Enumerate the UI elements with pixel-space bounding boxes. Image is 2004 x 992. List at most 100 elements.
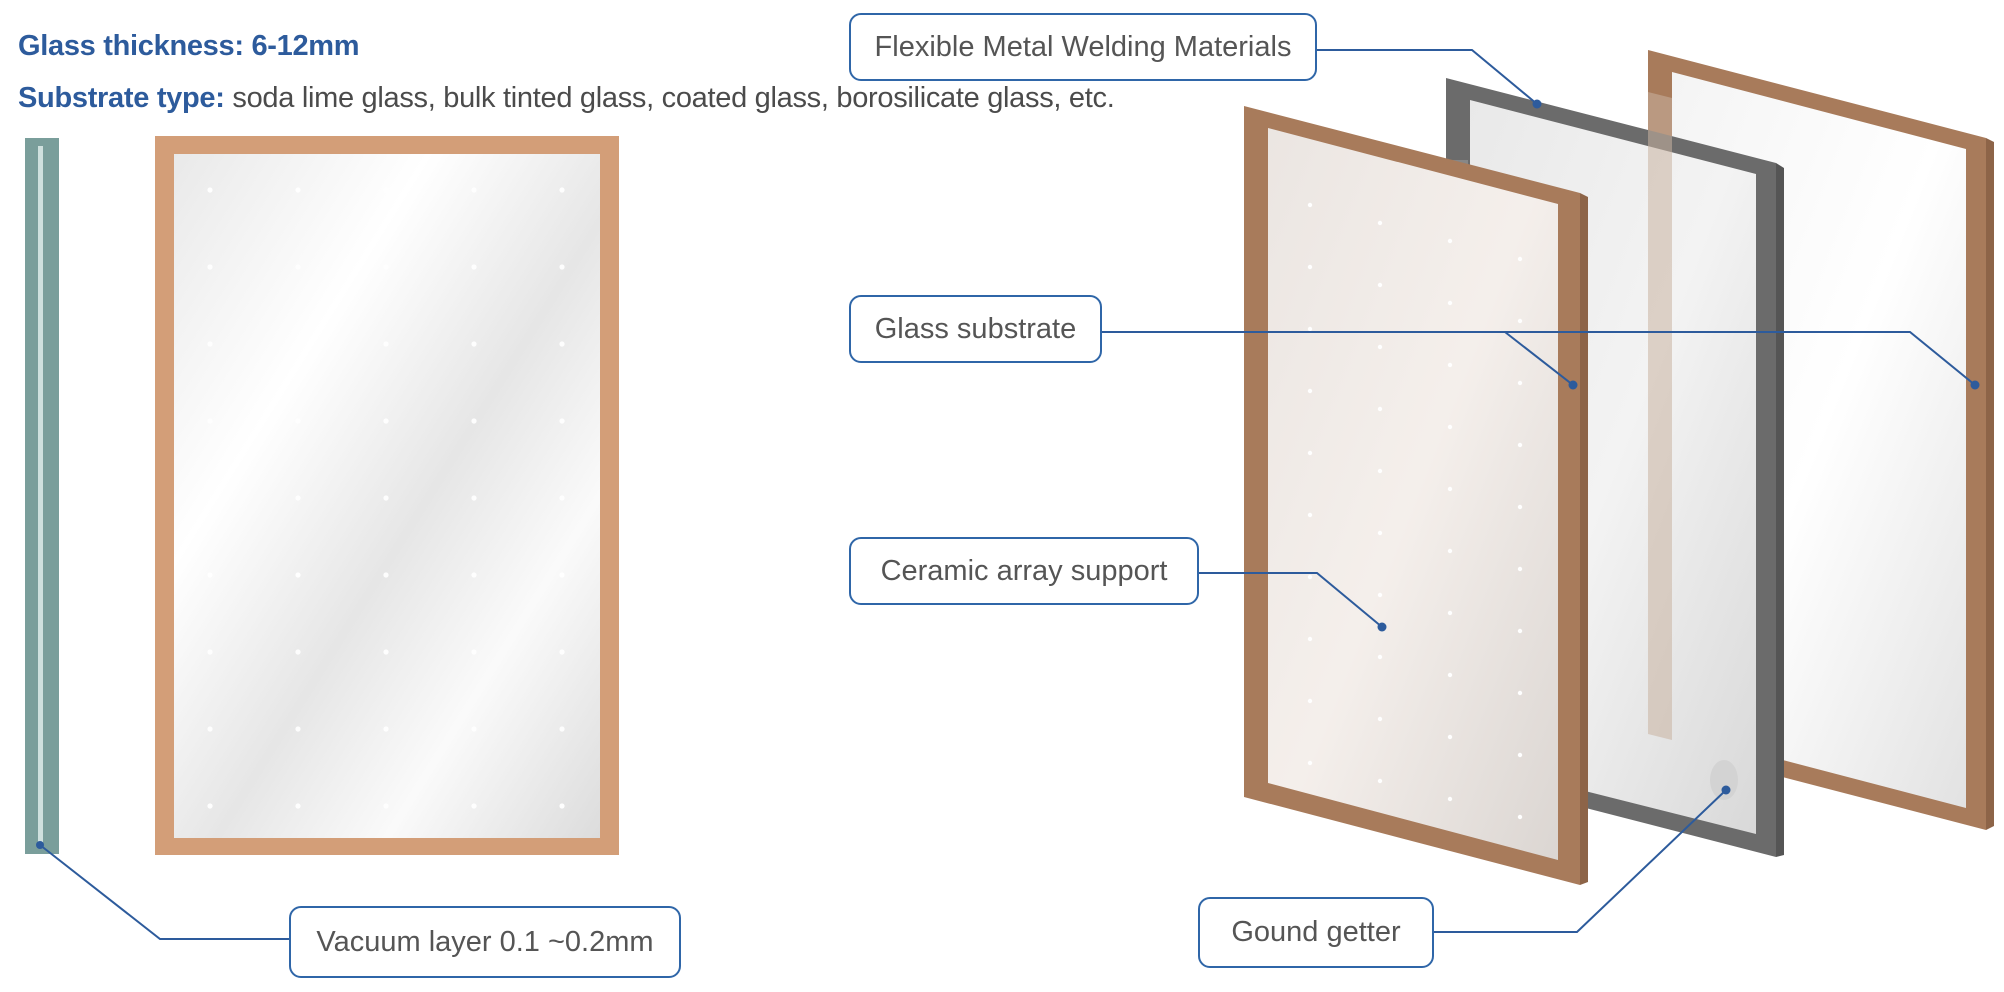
support-dot xyxy=(1307,450,1313,456)
support-dot xyxy=(559,649,565,655)
leader-endpoints xyxy=(1377,99,1980,795)
support-dot xyxy=(383,572,389,578)
support-dot xyxy=(1307,202,1313,208)
support-dot xyxy=(1377,344,1383,350)
support-dot xyxy=(471,187,477,193)
support-dot xyxy=(1517,442,1523,448)
support-dot xyxy=(383,803,389,809)
front-view-panel xyxy=(155,136,619,855)
support-dot xyxy=(1377,468,1383,474)
support-dot xyxy=(295,418,301,424)
support-dot xyxy=(207,495,213,501)
support-dot xyxy=(1307,264,1313,270)
support-dot xyxy=(1447,548,1453,554)
support-dot xyxy=(1517,690,1523,696)
support-dot xyxy=(559,803,565,809)
callout-glass-substrate: Glass substrate xyxy=(849,295,1102,363)
glass-thickness-spec: Glass thickness: 6-12mm xyxy=(18,30,360,63)
support-dot xyxy=(1517,566,1523,572)
substrate-type-spec: Substrate type: soda lime glass, bulk ti… xyxy=(18,82,1115,115)
edge-view xyxy=(25,138,59,854)
leader-lines xyxy=(39,49,1976,940)
support-dot xyxy=(295,264,301,270)
support-dot xyxy=(207,341,213,347)
callout-ceramic-support: Ceramic array support xyxy=(849,537,1199,605)
support-dot xyxy=(1517,256,1523,262)
support-dot xyxy=(295,341,301,347)
support-dot xyxy=(295,803,301,809)
support-dot xyxy=(1447,238,1453,244)
support-dot xyxy=(1517,380,1523,386)
support-dot xyxy=(1517,814,1523,820)
support-dot xyxy=(1377,406,1383,412)
support-dot xyxy=(1447,734,1453,740)
ceramic-support-dots xyxy=(207,187,565,809)
support-dot xyxy=(383,495,389,501)
support-dot xyxy=(471,495,477,501)
callout-getter: Gound getter xyxy=(1198,897,1434,968)
support-dot xyxy=(295,726,301,732)
perspective-support-dots xyxy=(1307,202,1523,820)
support-dot xyxy=(207,572,213,578)
support-dot xyxy=(559,495,565,501)
support-dot xyxy=(471,803,477,809)
support-dot xyxy=(1377,654,1383,660)
support-dot xyxy=(1377,716,1383,722)
support-dot xyxy=(1307,574,1313,580)
front-glass-panel xyxy=(1244,106,1588,885)
substrate-type-label: Substrate type: xyxy=(18,82,225,114)
support-dot xyxy=(1307,512,1313,518)
support-dot xyxy=(383,418,389,424)
support-dot xyxy=(559,572,565,578)
support-dot xyxy=(1307,326,1313,332)
support-dot xyxy=(1307,760,1313,766)
support-dot xyxy=(295,187,301,193)
support-dot xyxy=(559,418,565,424)
support-dot xyxy=(383,187,389,193)
support-dot xyxy=(471,726,477,732)
support-dot xyxy=(471,264,477,270)
support-dot xyxy=(1307,636,1313,642)
support-dot xyxy=(383,341,389,347)
support-dot xyxy=(383,649,389,655)
support-dot xyxy=(1447,300,1453,306)
support-dot xyxy=(1517,628,1523,634)
support-dot xyxy=(1517,318,1523,324)
callout-welding-materials: Flexible Metal Welding Materials xyxy=(849,13,1317,81)
support-dot xyxy=(1377,530,1383,536)
support-dot xyxy=(1447,610,1453,616)
support-dot xyxy=(471,572,477,578)
support-dot xyxy=(207,187,213,193)
support-dot xyxy=(559,341,565,347)
support-dot xyxy=(295,572,301,578)
callout-vacuum-layer: Vacuum layer 0.1 ~0.2mm xyxy=(289,906,681,978)
support-dot xyxy=(559,726,565,732)
support-dot xyxy=(1447,796,1453,802)
support-dot xyxy=(1377,282,1383,288)
support-dot xyxy=(295,495,301,501)
support-dot xyxy=(207,726,213,732)
support-dot xyxy=(1447,362,1453,368)
glass-thickness-value: 6-12mm xyxy=(251,30,360,62)
support-dot xyxy=(1447,486,1453,492)
support-dot xyxy=(1307,698,1313,704)
substrate-type-value: soda lime glass, bulk tinted glass, coat… xyxy=(232,82,1115,114)
support-dot xyxy=(1517,504,1523,510)
support-dot xyxy=(559,264,565,270)
support-dot xyxy=(471,649,477,655)
support-dot xyxy=(1517,752,1523,758)
support-dot xyxy=(1377,220,1383,226)
support-dot xyxy=(207,803,213,809)
support-dot xyxy=(1447,424,1453,430)
support-dot xyxy=(207,649,213,655)
support-dot xyxy=(471,341,477,347)
support-dot xyxy=(1447,672,1453,678)
support-dot xyxy=(295,649,301,655)
support-dot xyxy=(383,726,389,732)
support-dot xyxy=(559,187,565,193)
support-dot xyxy=(1377,592,1383,598)
support-dot xyxy=(1377,778,1383,784)
support-dot xyxy=(207,418,213,424)
support-dot xyxy=(1307,388,1313,394)
